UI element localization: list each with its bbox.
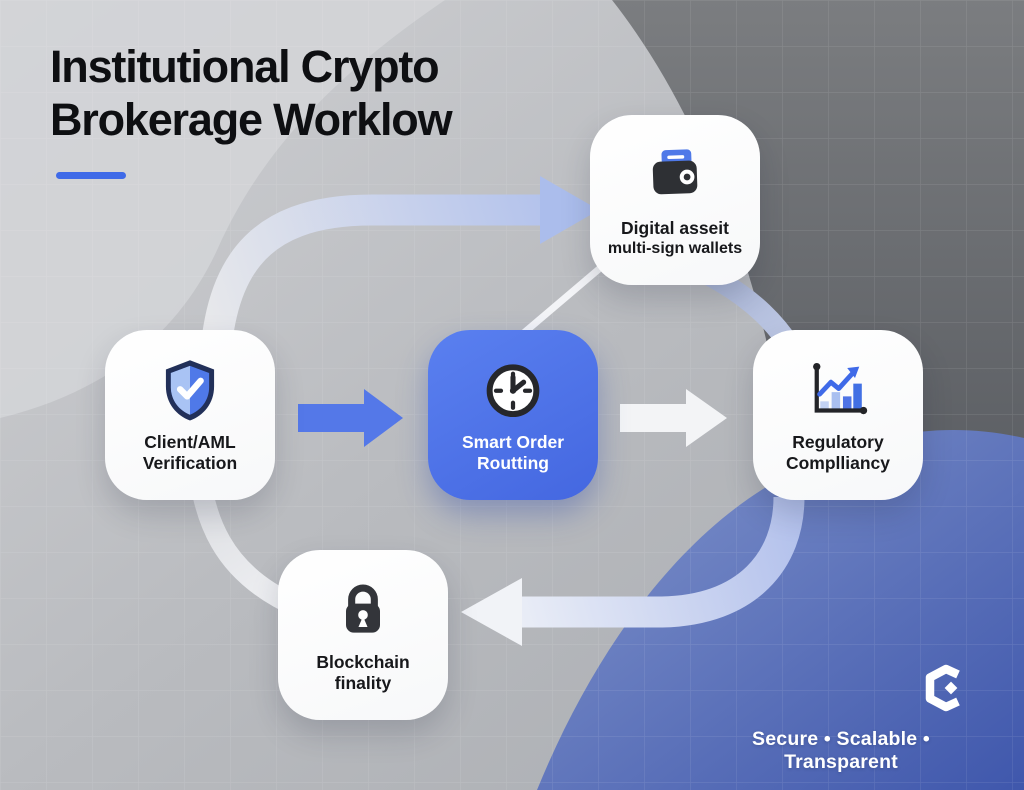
node-smart-order-routing: Smart Order Routting	[428, 330, 598, 500]
node-label: Regulatory Complliancy	[785, 431, 891, 473]
footer-tagline: Secure • Scalable • Transparent	[752, 728, 930, 773]
bar-chart-icon	[804, 356, 872, 424]
arrow-client-to-routing	[298, 389, 403, 447]
node-label: Client/AML Verification	[142, 431, 238, 473]
node-label: Digital asseit multi-sign wallets	[607, 217, 743, 257]
clock-icon	[479, 356, 547, 424]
title-line-2: Brokerage Worklow	[50, 94, 453, 146]
title-accent-underline	[56, 172, 126, 179]
wallet-icon	[641, 142, 709, 210]
node-blockchain-finality: Blockchain finality	[278, 550, 448, 720]
page-title: Institutional Crypto Brokerage Worklow	[50, 40, 453, 146]
shield-check-icon	[156, 356, 224, 424]
title-line-1: Institutional Crypto	[50, 41, 440, 92]
node-regulatory-compliance: Regulatory Complliancy	[753, 330, 923, 500]
lock-icon	[329, 576, 397, 644]
hex-c-logo	[916, 660, 972, 721]
arrow-routing-to-compliance	[620, 389, 727, 447]
node-label: Blockchain finality	[316, 651, 410, 693]
node-digital-asset-wallets: Digital asseit multi-sign wallets	[590, 115, 760, 285]
arrow-compliance-to-finality	[461, 496, 805, 646]
node-label: Smart Order Routting	[461, 431, 565, 473]
node-client-aml-verification: Client/AML Verification	[105, 330, 275, 500]
